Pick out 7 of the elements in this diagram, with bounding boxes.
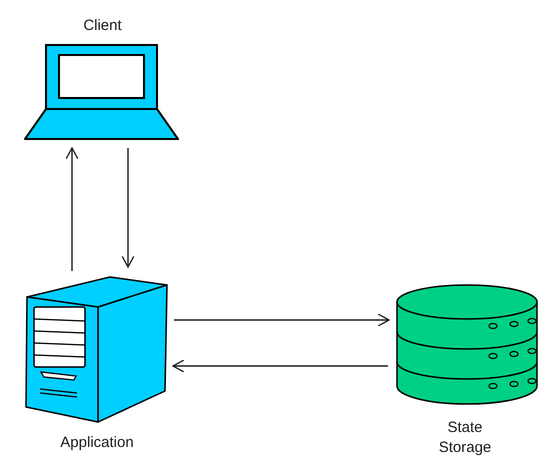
arrow xyxy=(65,147,79,271)
arrow xyxy=(174,313,390,327)
arrow xyxy=(172,359,388,373)
node-label: Client xyxy=(83,16,122,36)
node-label: Application xyxy=(60,433,134,453)
arrow xyxy=(121,148,135,268)
node-label: State Storage xyxy=(438,418,492,458)
